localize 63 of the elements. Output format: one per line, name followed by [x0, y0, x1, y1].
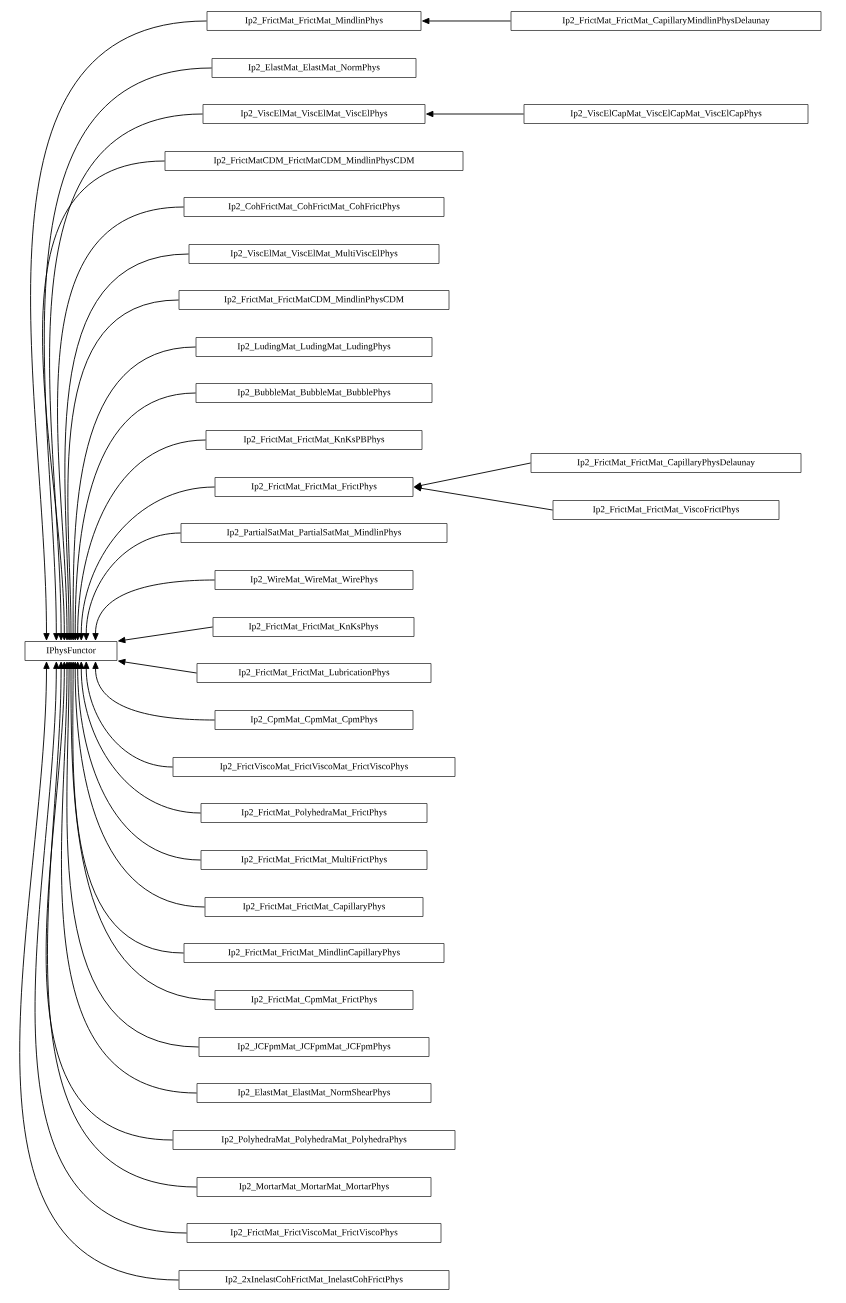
arrow [92, 579, 216, 641]
class-box: Ip2_FrictMat_FrictMat_FrictPhys [214, 477, 414, 497]
class-box: Ip2_FrictMat_FrictMat_KnKsPBPhys [205, 430, 423, 450]
class-box: Ip2_FrictMat_CpmMat_FrictPhys [214, 990, 414, 1010]
arrow [72, 661, 206, 908]
arrow [83, 661, 174, 768]
arrow [30, 20, 208, 641]
class-box: Ip2_FrictMat_FrictMat_KnKsPhys [212, 617, 415, 637]
class-box: Ip2_MortarMat_MortarMat_MortarPhys [196, 1177, 432, 1197]
class-box: Ip2_FrictMat_FrictMat_MultiFrictPhys [200, 850, 428, 870]
class-box: Ip2_FrictMat_FrictMat_CapillaryPhysDelaunay [530, 453, 802, 473]
arrow [92, 661, 216, 721]
class-box: Ip2_LudingMat_LudingMat_LudingPhys [195, 337, 433, 357]
arrow [118, 658, 198, 674]
arrow [426, 110, 525, 118]
arrow [414, 462, 532, 489]
class-box: Ip2_FrictMat_FrictMat_CapillaryPhys [204, 897, 424, 917]
class-box: Ip2_ElastMat_ElastMat_NormPhys [211, 58, 417, 78]
class-box: Ip2_WireMat_WireMat_WirePhys [214, 570, 414, 590]
arrow [414, 485, 554, 511]
arrow [47, 661, 198, 1188]
class-box: Ip2_JCFpmMat_JCFpmMat_JCFpmPhys [198, 1037, 430, 1057]
arrow [118, 626, 214, 644]
class-box: Ip2_ViscElMat_ViscElMat_ViscElPhys [202, 104, 426, 124]
class-box: Ip2_BubbleMat_BubbleMat_BubblePhys [195, 383, 433, 403]
arrow [46, 661, 174, 1141]
class-box: Ip2_FrictMat_FrictMat_LubricationPhys [196, 663, 432, 683]
arrow [69, 661, 185, 954]
class-box: Ip2_PolyhedraMat_PolyhedraMat_PolyhedraPhys [172, 1130, 456, 1150]
class-box: IPhysFunctor [24, 641, 118, 661]
class-box: Ip2_FrictMat_FrictMat_MindlinCapillaryPhys [183, 943, 445, 963]
class-box: Ip2_CpmMat_CpmMat_CpmPhys [214, 710, 414, 730]
arrow [35, 661, 188, 1234]
arrow [74, 661, 202, 861]
arrow [43, 67, 213, 641]
class-box: Ip2_PartialSatMat_PartialSatMat_MindlinPhys [180, 523, 448, 543]
class-box: Ip2_FrictMat_FrictMat_CapillaryMindlinPhysDelaunay [510, 11, 822, 31]
class-box: Ip2_FrictViscoMat_FrictViscoMat_FrictViscoPhys [172, 757, 456, 777]
arrow [72, 392, 197, 641]
arrow [69, 346, 197, 641]
arrow [67, 661, 216, 1001]
class-box: Ip2_FrictMat_PolyhedraMat_FrictPhys [200, 803, 428, 823]
arrow [74, 439, 207, 641]
arrow [78, 661, 202, 814]
class-box: Ip2_2xInelastCohFrictMat_InelastCohFrictPhys [178, 1270, 450, 1290]
class-box: Ip2_FrictMat_FrictMat_ViscoFrictPhys [552, 500, 780, 520]
class-box: Ip2_FrictMat_FrictViscoMat_FrictViscoPhys [186, 1223, 442, 1243]
arrow [422, 17, 512, 25]
class-box: Ip2_ViscElCapMat_ViscElCapMat_ViscElCapPhys [523, 104, 809, 124]
class-box: Ip2_FrictMatCDM_FrictMatCDM_MindlinPhysCDM [164, 151, 464, 171]
arrow [78, 486, 216, 641]
arrow [49, 113, 204, 641]
arrow [42, 160, 166, 641]
class-box: Ip2_ViscElMat_ViscElMat_MultiViscElPhys [188, 244, 440, 264]
class-box: Ip2_ElastMat_ElastMat_NormShearPhys [196, 1083, 432, 1103]
arrow [57, 206, 185, 641]
arrow [83, 532, 182, 641]
arrow [67, 299, 180, 641]
arrow [19, 661, 180, 1281]
arrow [64, 253, 190, 641]
class-box: Ip2_FrictMat_FrictMat_MindlinPhys [206, 11, 422, 31]
class-box: Ip2_FrictMat_FrictMatCDM_MindlinPhysCDM [178, 290, 450, 310]
class-box: Ip2_CohFrictMat_CohFrictMat_CohFrictPhys [183, 197, 445, 217]
